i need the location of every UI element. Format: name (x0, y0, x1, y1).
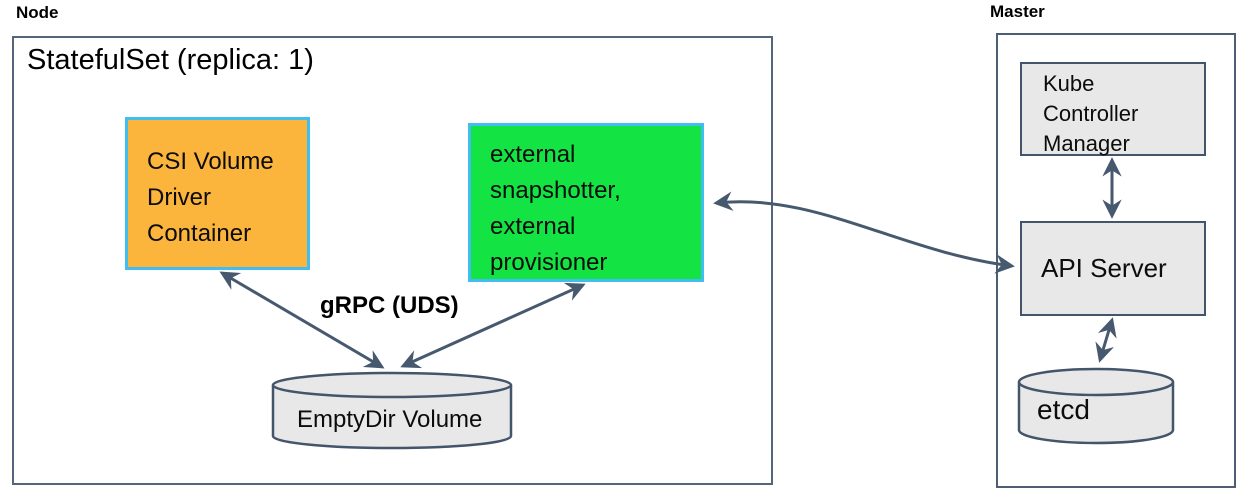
emptydir-volume-label: EmptyDir Volume (297, 406, 483, 433)
api-server-label: API Server (1041, 253, 1167, 283)
api-server-box: API Server (1020, 221, 1206, 316)
master-group-label: Master (990, 2, 1045, 21)
etcd-label: etcd (1037, 394, 1090, 425)
external-snapshotter-provisioner-box: external snapshotter, external provision… (468, 123, 704, 282)
kube-controller-manager-box: Kube Controller Manager (1020, 62, 1206, 156)
node-group-label: Node (16, 3, 59, 22)
csi-volume-driver-container-box: CSI Volume Driver Container (125, 117, 310, 270)
grpc-uds-label: gRPC (UDS) (320, 292, 459, 319)
statefulset-label: StatefulSet (replica: 1) (27, 44, 314, 76)
